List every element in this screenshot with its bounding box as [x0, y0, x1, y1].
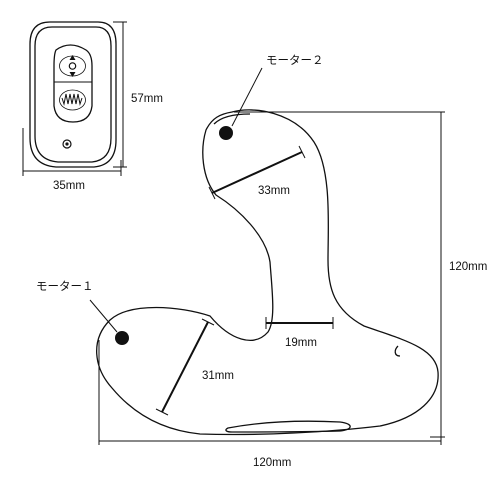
- remote-width-label: 35mm: [53, 180, 85, 192]
- overall-height-label: 120mm: [449, 261, 487, 273]
- overall-length-label: 120mm: [253, 457, 291, 469]
- device-tip-inner-edge: [213, 113, 251, 125]
- tip-width-label: 33mm: [258, 185, 290, 197]
- remote-button-pad: [53, 44, 93, 123]
- device-bottom-groove: [225, 420, 351, 433]
- device-side-button-icon: [394, 345, 401, 357]
- tip-width-dim-cap-left: [208, 186, 216, 200]
- motor-1-dot: [115, 331, 129, 345]
- remote-control: 35mm 57mm: [22, 21, 163, 192]
- motor-2-dot: [219, 126, 233, 140]
- indicator-light: [62, 139, 72, 149]
- motor-1-leader-line: [89, 299, 118, 333]
- base-width-dim-cap-top: [201, 318, 215, 326]
- remote-body: [29, 21, 117, 168]
- power-icon: [69, 55, 76, 77]
- motor-2-leader-line: [231, 67, 263, 127]
- neck-width-label: 19mm: [285, 337, 317, 349]
- wave-icon: [61, 93, 83, 106]
- vibration-button[interactable]: [59, 89, 86, 111]
- indicator-light-center: [65, 142, 69, 146]
- tip-width-dim-line: [211, 151, 303, 194]
- vibration-button-face[interactable]: [59, 89, 86, 111]
- power-dot-icon: [68, 62, 77, 70]
- remote-height-label: 57mm: [131, 93, 163, 105]
- tip-width-dim-cap-right: [298, 145, 306, 159]
- device-body-outline: [96, 109, 439, 436]
- base-width-dim-cap-bottom: [155, 408, 169, 416]
- device: モーター２ モーター１ 33mm 19mm 31mm 120mm 120mm: [36, 54, 487, 469]
- mode-button[interactable]: [59, 55, 86, 77]
- base-width-label: 31mm: [202, 370, 234, 382]
- motor-2-label: モーター２: [266, 54, 324, 67]
- motor-1-label: モーター１: [36, 280, 94, 293]
- remote-inner-edge: [34, 26, 112, 163]
- base-width-dim-line: [161, 321, 209, 413]
